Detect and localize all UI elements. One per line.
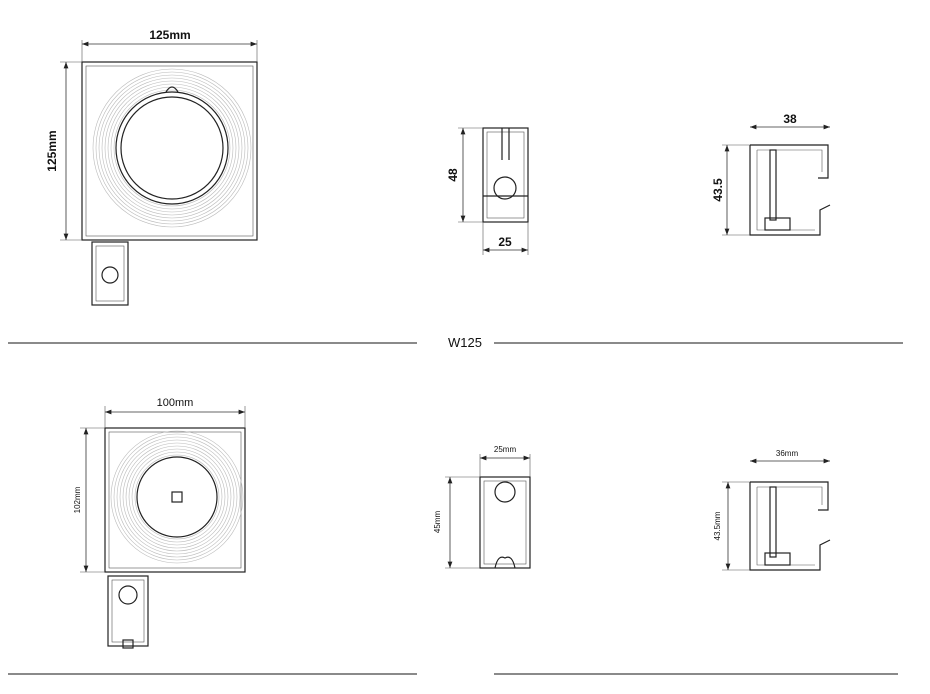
w125-guide-rail-drawing: 48 25 [446,127,529,255]
coil-ring [113,89,231,207]
w125-bottom-bar-drawing: 38 43.5 [711,112,831,236]
w125-box-drawing: 125mm 125mm [45,28,258,306]
coil-ring [116,436,238,558]
coil-ring [131,451,223,543]
w100-bar-width-label: 36mm [776,449,799,458]
coil-ring [107,83,237,213]
coil-ring [110,430,244,564]
coil-ring [125,445,229,549]
coil-ring [128,448,226,546]
coil-ring [134,454,220,540]
w125-box-width-label: 125mm [149,28,190,42]
w125-box-rail-section [91,241,129,306]
w125-rail-height-label: 48 [446,168,460,182]
coil-ring [113,433,241,561]
coil-ring [92,68,252,228]
w125-rail-width-label: 25 [498,235,512,249]
w100-rail-height-label: 45mm [433,511,442,534]
w125-bar-width-label: 38 [783,112,797,126]
coil-ring [119,439,235,555]
w100-rail-width-label: 25mm [494,445,517,454]
coil-ring [104,80,240,216]
w125-box-height-label: 125mm [45,130,59,171]
coil-ring [95,71,249,225]
section-title: W125 [448,335,482,350]
coil-ring [110,86,234,210]
w100-guide-rail-drawing: 25mm 45mm [433,445,531,569]
w100-box-height-label: 102mm [73,486,82,513]
w125-bar-height-label: 43.5 [711,178,725,202]
w100-bar-height-label: 43.5mm [713,511,722,540]
coil-ring [98,74,246,222]
coil-ring [101,77,243,219]
w100-box-width-label: 100mm [157,397,194,409]
coil-ring [122,442,232,552]
w100-bottom-bar-drawing: 36mm 43.5mm [713,449,831,571]
w100-box-drawing: 100mm 102mm [73,397,246,649]
w100-box-rail-section [107,575,149,649]
